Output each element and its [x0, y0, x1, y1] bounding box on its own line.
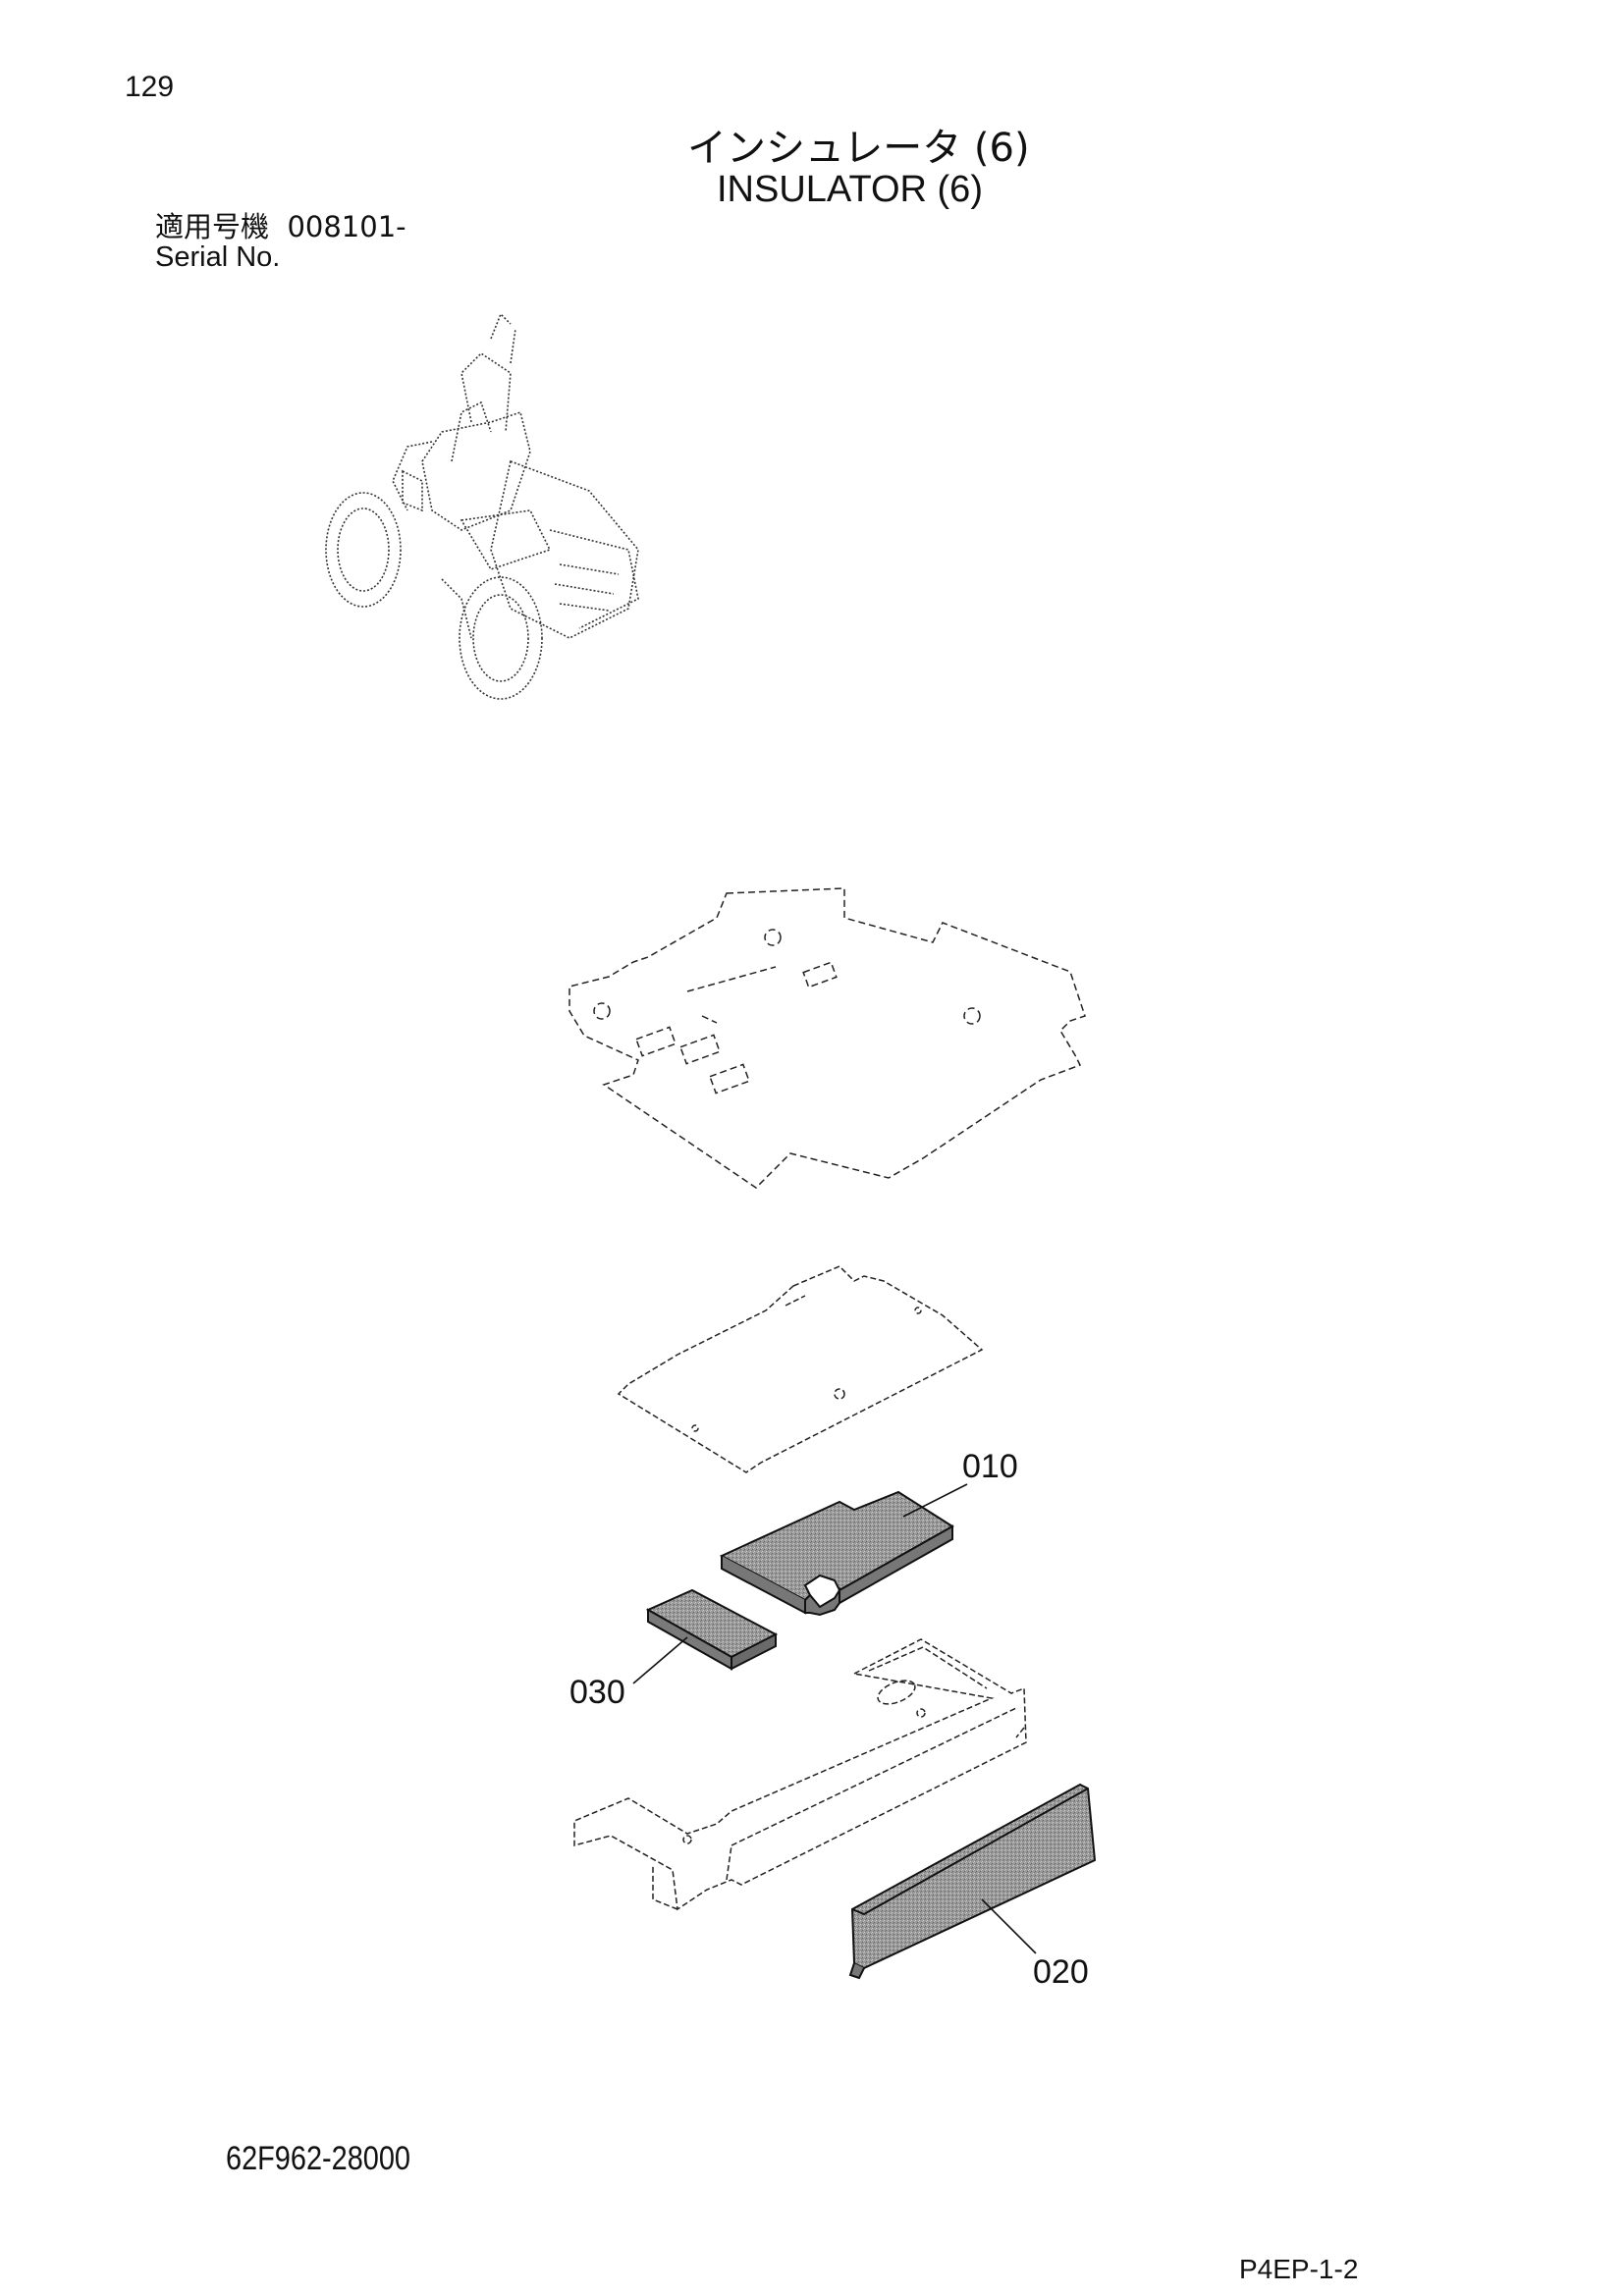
serial-line: 適用号機 008101- [155, 204, 406, 245]
part-020-strip [848, 1783, 1097, 1980]
page-title-english: INSULATOR (6) [717, 169, 983, 210]
part-010-pad [719, 1490, 954, 1617]
leader-lines [632, 1483, 1037, 1954]
serial-label-jp: 適用号機 [155, 210, 270, 243]
drawing-number: 62F962-28000 [226, 2140, 411, 2177]
callout-020: 020 [1033, 1953, 1089, 1991]
part-030-pad [645, 1588, 779, 1671]
floor-mat-upper [568, 887, 1086, 1189]
sheet-code: P4EP-1-2 [1239, 2254, 1359, 2284]
callout-010: 010 [962, 1448, 1018, 1485]
serial-value: 008101- [287, 210, 406, 243]
bracket-lower [573, 1638, 1027, 1911]
floor-plate [617, 1265, 984, 1473]
page-number: 129 [125, 71, 175, 103]
callout-030: 030 [569, 1674, 625, 1711]
serial-label-en: Serial No. [155, 241, 281, 273]
page-title-japanese: インシュレータ (6) [687, 126, 1030, 171]
machine-overview-illustration [325, 312, 639, 700]
